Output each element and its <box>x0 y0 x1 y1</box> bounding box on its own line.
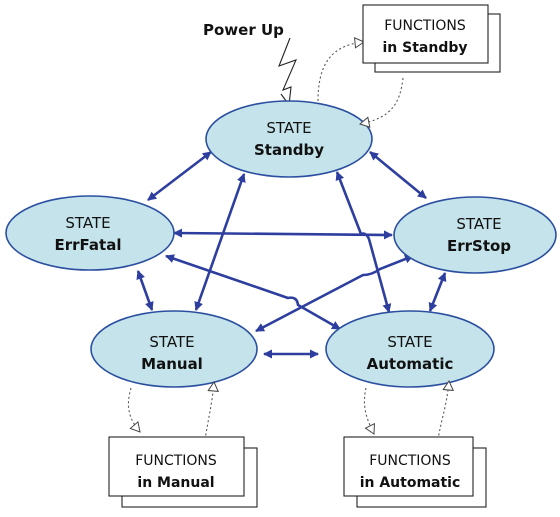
transition-errfatal-errstop <box>173 228 393 240</box>
transition-standby-manual <box>194 173 246 311</box>
arrow-automatic-to-functions <box>363 387 375 435</box>
state-standby-keyword: STATE <box>266 119 311 137</box>
functions-standby-name: in Standby <box>383 40 468 56</box>
state-errstop: STATE ErrStop <box>393 196 557 274</box>
state-errfatal-name: ErrFatal <box>55 236 122 254</box>
transition-errstop-manual <box>255 254 414 333</box>
power-up-bolt-icon <box>278 37 298 107</box>
transition-standby-automatic <box>335 171 392 313</box>
functions-automatic-keyword: FUNCTIONS <box>369 453 451 469</box>
transition-standby-errstop <box>369 150 427 200</box>
state-automatic-keyword: STATE <box>387 333 432 351</box>
arrow-manual-to-functions <box>127 387 141 433</box>
power-up-label: Power Up <box>203 21 284 39</box>
functions-box-automatic: FUNCTIONS in Automatic <box>343 436 487 508</box>
state-manual-keyword: STATE <box>149 333 194 351</box>
state-standby-name: Standby <box>254 141 324 159</box>
arrow-standby-to-functions <box>317 37 366 102</box>
functions-manual-keyword: FUNCTIONS <box>135 453 217 469</box>
state-errstop-keyword: STATE <box>456 215 501 233</box>
state-errfatal: STATE ErrFatal <box>5 195 175 271</box>
functions-box-standby: FUNCTIONS in Standby <box>362 4 501 73</box>
state-errfatal-keyword: STATE <box>65 214 110 232</box>
functions-manual-name: in Manual <box>137 475 214 491</box>
transition-standby-errfatal <box>147 150 212 202</box>
state-automatic: STATE Automatic <box>325 310 495 388</box>
state-errstop-name: ErrStop <box>447 237 511 255</box>
state-automatic-name: Automatic <box>367 355 454 373</box>
arrow-functions-to-automatic <box>437 379 455 441</box>
arrow-functions-to-standby <box>358 77 404 128</box>
transition-errfatal-manual <box>136 270 154 311</box>
functions-box-manual: FUNCTIONS in Manual <box>108 436 258 508</box>
state-standby: STATE Standby <box>205 100 373 178</box>
functions-standby-keyword: FUNCTIONS <box>384 18 466 34</box>
state-manual-name: Manual <box>141 355 203 373</box>
functions-automatic-name: in Automatic <box>360 475 461 491</box>
transition-errstop-automatic <box>428 272 447 312</box>
state-manual: STATE Manual <box>90 310 258 388</box>
arrow-functions-to-manual <box>204 380 220 441</box>
